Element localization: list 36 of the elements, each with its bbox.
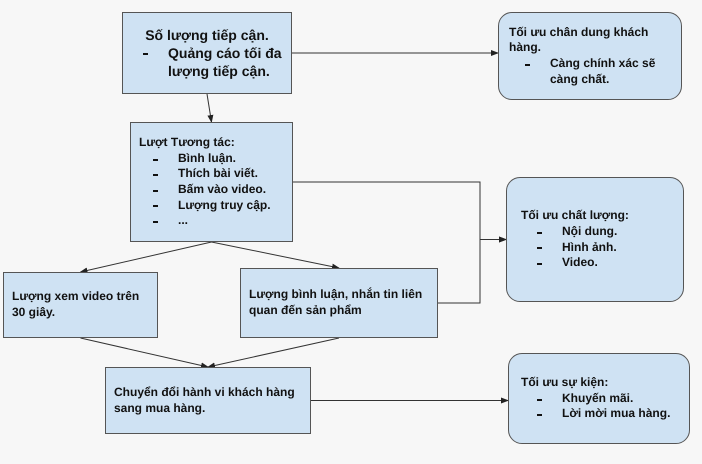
process-box xyxy=(105,367,311,434)
rounded-box xyxy=(498,12,682,100)
arrow xyxy=(211,242,340,270)
bullet-item: Hình ảnh. xyxy=(562,240,617,256)
bullet-item: Lời mời mua hàng. xyxy=(562,406,670,422)
arrow xyxy=(80,338,209,368)
process-box xyxy=(130,122,293,242)
box-heading: Chuyển đổi hành vi khách hàng sang mua hàng. xyxy=(114,384,296,416)
box-heading: Tối ưu chân dung khách hàng. xyxy=(509,24,650,56)
rounded-box xyxy=(508,353,690,444)
arrow xyxy=(292,50,499,56)
bullet-item: Thích bài viết. xyxy=(178,166,258,182)
bullet-item: Bấm vào video. xyxy=(178,182,266,198)
arrow xyxy=(207,338,340,368)
box-heading: Lượt Tương tác: xyxy=(139,135,236,151)
box-heading: Tối ưu sự kiện: xyxy=(521,375,610,391)
process-box xyxy=(122,12,292,94)
box-heading: Tối ưu chất lượng: xyxy=(521,208,630,224)
bullet-item: Nội dung. xyxy=(562,224,618,240)
bullet-item: Lượng truy cập. xyxy=(178,198,271,214)
bullet-item: Bình luận. xyxy=(178,150,236,166)
bullet-item: Càng chính xác sẽ càng chất. xyxy=(550,56,656,88)
arrow xyxy=(206,94,214,123)
bullet-item: Quảng cáo tối đa lượng tiếp cận. xyxy=(168,44,283,80)
arrow xyxy=(310,398,509,404)
box-heading: Lượng bình luận, nhắn tin liên quan đến sản phẩm xyxy=(249,287,424,319)
arrow xyxy=(80,242,212,274)
box-heading: Lượng xem video trên 30 giây. xyxy=(12,289,140,321)
box-heading: Số lượng tiếp cận. xyxy=(144,26,270,44)
process-box xyxy=(3,272,158,338)
rounded-box xyxy=(506,177,684,302)
bullet-item: Khuyến mãi. xyxy=(562,390,634,406)
arrow xyxy=(438,236,507,304)
bullet-item: Video. xyxy=(562,255,598,271)
bullet-item: ... xyxy=(178,213,188,229)
process-box xyxy=(240,268,438,338)
